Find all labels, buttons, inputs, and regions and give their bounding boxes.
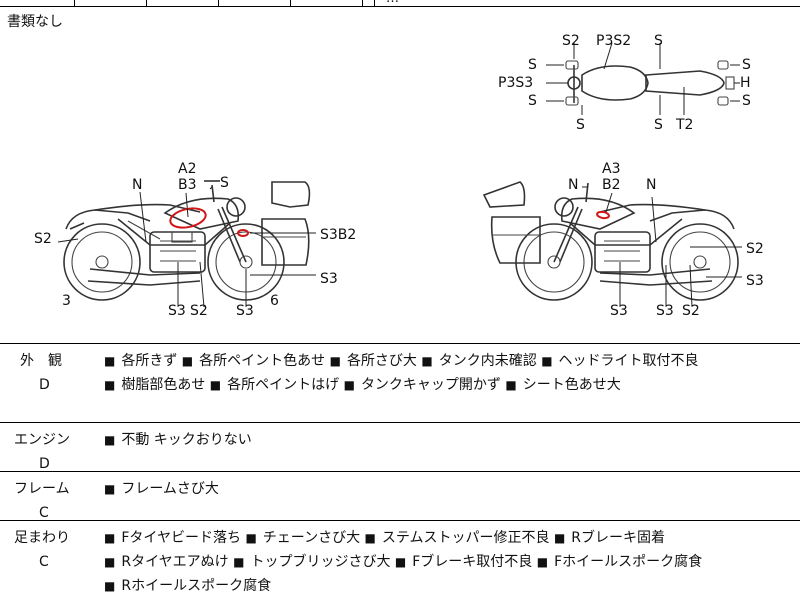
- category-grade: D: [39, 456, 50, 472]
- grade-row-engine: エンジン D ■不動 キックおりない: [0, 423, 800, 472]
- label-s-left-2: S: [528, 93, 537, 109]
- motorcycle-diagrams: A2 B3 S N S2 S3B2 S3 3 6 S3 S2 S3: [34, 33, 764, 319]
- category-grade: C: [39, 554, 49, 570]
- label-s3-right: S3: [746, 273, 764, 289]
- category-cell: フレーム C: [6, 477, 86, 525]
- label-s3-right: S3: [320, 271, 338, 287]
- category-grade: D: [39, 377, 50, 393]
- grade-row-suspension: 足まわり C ■Fタイヤビード落ち ■チェーンさび大 ■ステムストッパー修正不良…: [0, 521, 800, 600]
- grade-row-exterior: 外 観 D ■各所きず ■各所ペイント色あせ ■各所さび大 ■タンク内未確認 ■…: [0, 344, 800, 423]
- label-b2: B2: [602, 177, 621, 193]
- category-name: 足まわり: [14, 530, 70, 546]
- defect-item: ■Fホイールスポーク腐食: [536, 554, 703, 570]
- defect-list: ■フレームさび大: [104, 477, 794, 501]
- defect-item: ■Rブレーキ固着: [553, 530, 666, 546]
- category-cell: 外 観 D: [6, 349, 86, 397]
- defect-item: ■各所きず: [104, 353, 178, 369]
- defect-list: ■不動 キックおりない: [104, 428, 794, 452]
- label-s-left-1: S: [528, 57, 537, 73]
- label-s3b2: S3B2: [320, 227, 356, 243]
- label-s2-upper: S2: [746, 241, 764, 257]
- label-3: 3: [62, 293, 71, 309]
- defect-item: ■樹脂部色あせ: [104, 377, 206, 393]
- defect-item: ■Fタイヤビード落ち: [104, 530, 241, 546]
- right-side-view: A3 N B2 N S2 S3 S3 S3 S2: [482, 161, 764, 319]
- label-s3-bottom-1: S3: [168, 303, 186, 319]
- defect-item: ■チェーンさび大: [245, 530, 361, 546]
- top-view: S2 P3S2 S S P3S3 S S S T2 S H S: [498, 33, 751, 133]
- label-s-bottom-mid: S: [654, 117, 663, 133]
- category-cell: エンジン D: [6, 428, 86, 476]
- label-s-top-right: S: [654, 33, 663, 49]
- label-a2: A2: [178, 161, 196, 177]
- defect-item: ■タンク内未確認: [421, 353, 537, 369]
- defect-item: ■各所さび大: [329, 353, 417, 369]
- label-s-right-2: S: [742, 93, 751, 109]
- defect-item: ■ステムストッパー修正不良: [364, 530, 550, 546]
- condition-diagram: 書類なし: [0, 7, 800, 344]
- label-s2-bottom: S2: [190, 303, 208, 319]
- label-a3: A3: [602, 161, 620, 177]
- category-name: エンジン: [14, 432, 70, 448]
- defect-item: ■不動 キックおりない: [104, 432, 252, 448]
- defect-item: ■タンクキャップ開かず: [343, 377, 501, 393]
- label-n: N: [132, 177, 142, 193]
- label-t2: T2: [675, 117, 693, 133]
- defect-item: ■トップブリッジさび大: [233, 554, 391, 570]
- top-table-strip: …: [0, 0, 800, 10]
- defect-item: ■シート色あせ大: [505, 377, 621, 393]
- defect-item: ■ヘッドライト取付不良: [541, 353, 699, 369]
- defect-list: ■Fタイヤビード落ち ■チェーンさび大 ■ステムストッパー修正不良 ■Rブレーキ…: [104, 526, 794, 598]
- label-s-right-1: S: [742, 57, 751, 73]
- category-cell: 足まわり C: [6, 526, 86, 574]
- label-s3-bottom-1: S3: [610, 303, 628, 319]
- label-h: H: [740, 75, 751, 91]
- label-n-top: N: [568, 177, 578, 193]
- label-s3-bottom-2: S3: [236, 303, 254, 319]
- defect-item: ■Rホイールスポーク腐食: [104, 578, 272, 594]
- defect-item: ■フレームさび大: [104, 481, 219, 497]
- label-s3-bottom-2: S3: [656, 303, 674, 319]
- label-b3: B3: [178, 177, 197, 193]
- defect-item: ■Fブレーキ取付不良: [394, 554, 533, 570]
- left-side-view: A2 B3 S N S2 S3B2 S3 3 6 S3 S2 S3: [34, 161, 356, 319]
- defect-list: ■各所きず ■各所ペイント色あせ ■各所さび大 ■タンク内未確認 ■ヘッドライト…: [104, 349, 794, 397]
- label-p3s3: P3S3: [498, 75, 533, 91]
- label-s2: S2: [562, 33, 580, 49]
- category-grade: C: [39, 505, 49, 521]
- defect-item: ■Rタイヤエアぬけ: [104, 554, 229, 570]
- defect-item: ■各所ペイント色あせ: [181, 353, 326, 369]
- top-strip-text: …: [386, 0, 399, 6]
- label-s-bottom-left: S: [576, 117, 585, 133]
- grade-row-frame: フレーム C ■フレームさび大: [0, 472, 800, 521]
- category-name: フレーム: [14, 481, 70, 497]
- label-s-top: S: [220, 175, 229, 191]
- label-6: 6: [270, 293, 279, 309]
- defect-item: ■各所ペイントはげ: [209, 377, 340, 393]
- label-s2-bottom: S2: [682, 303, 700, 319]
- document-status: 書類なし: [7, 14, 63, 30]
- label-p3s2: P3S2: [596, 33, 631, 49]
- category-name: 外 観: [20, 353, 62, 369]
- label-s2-rear: S2: [34, 231, 52, 247]
- label-n-right: N: [646, 177, 656, 193]
